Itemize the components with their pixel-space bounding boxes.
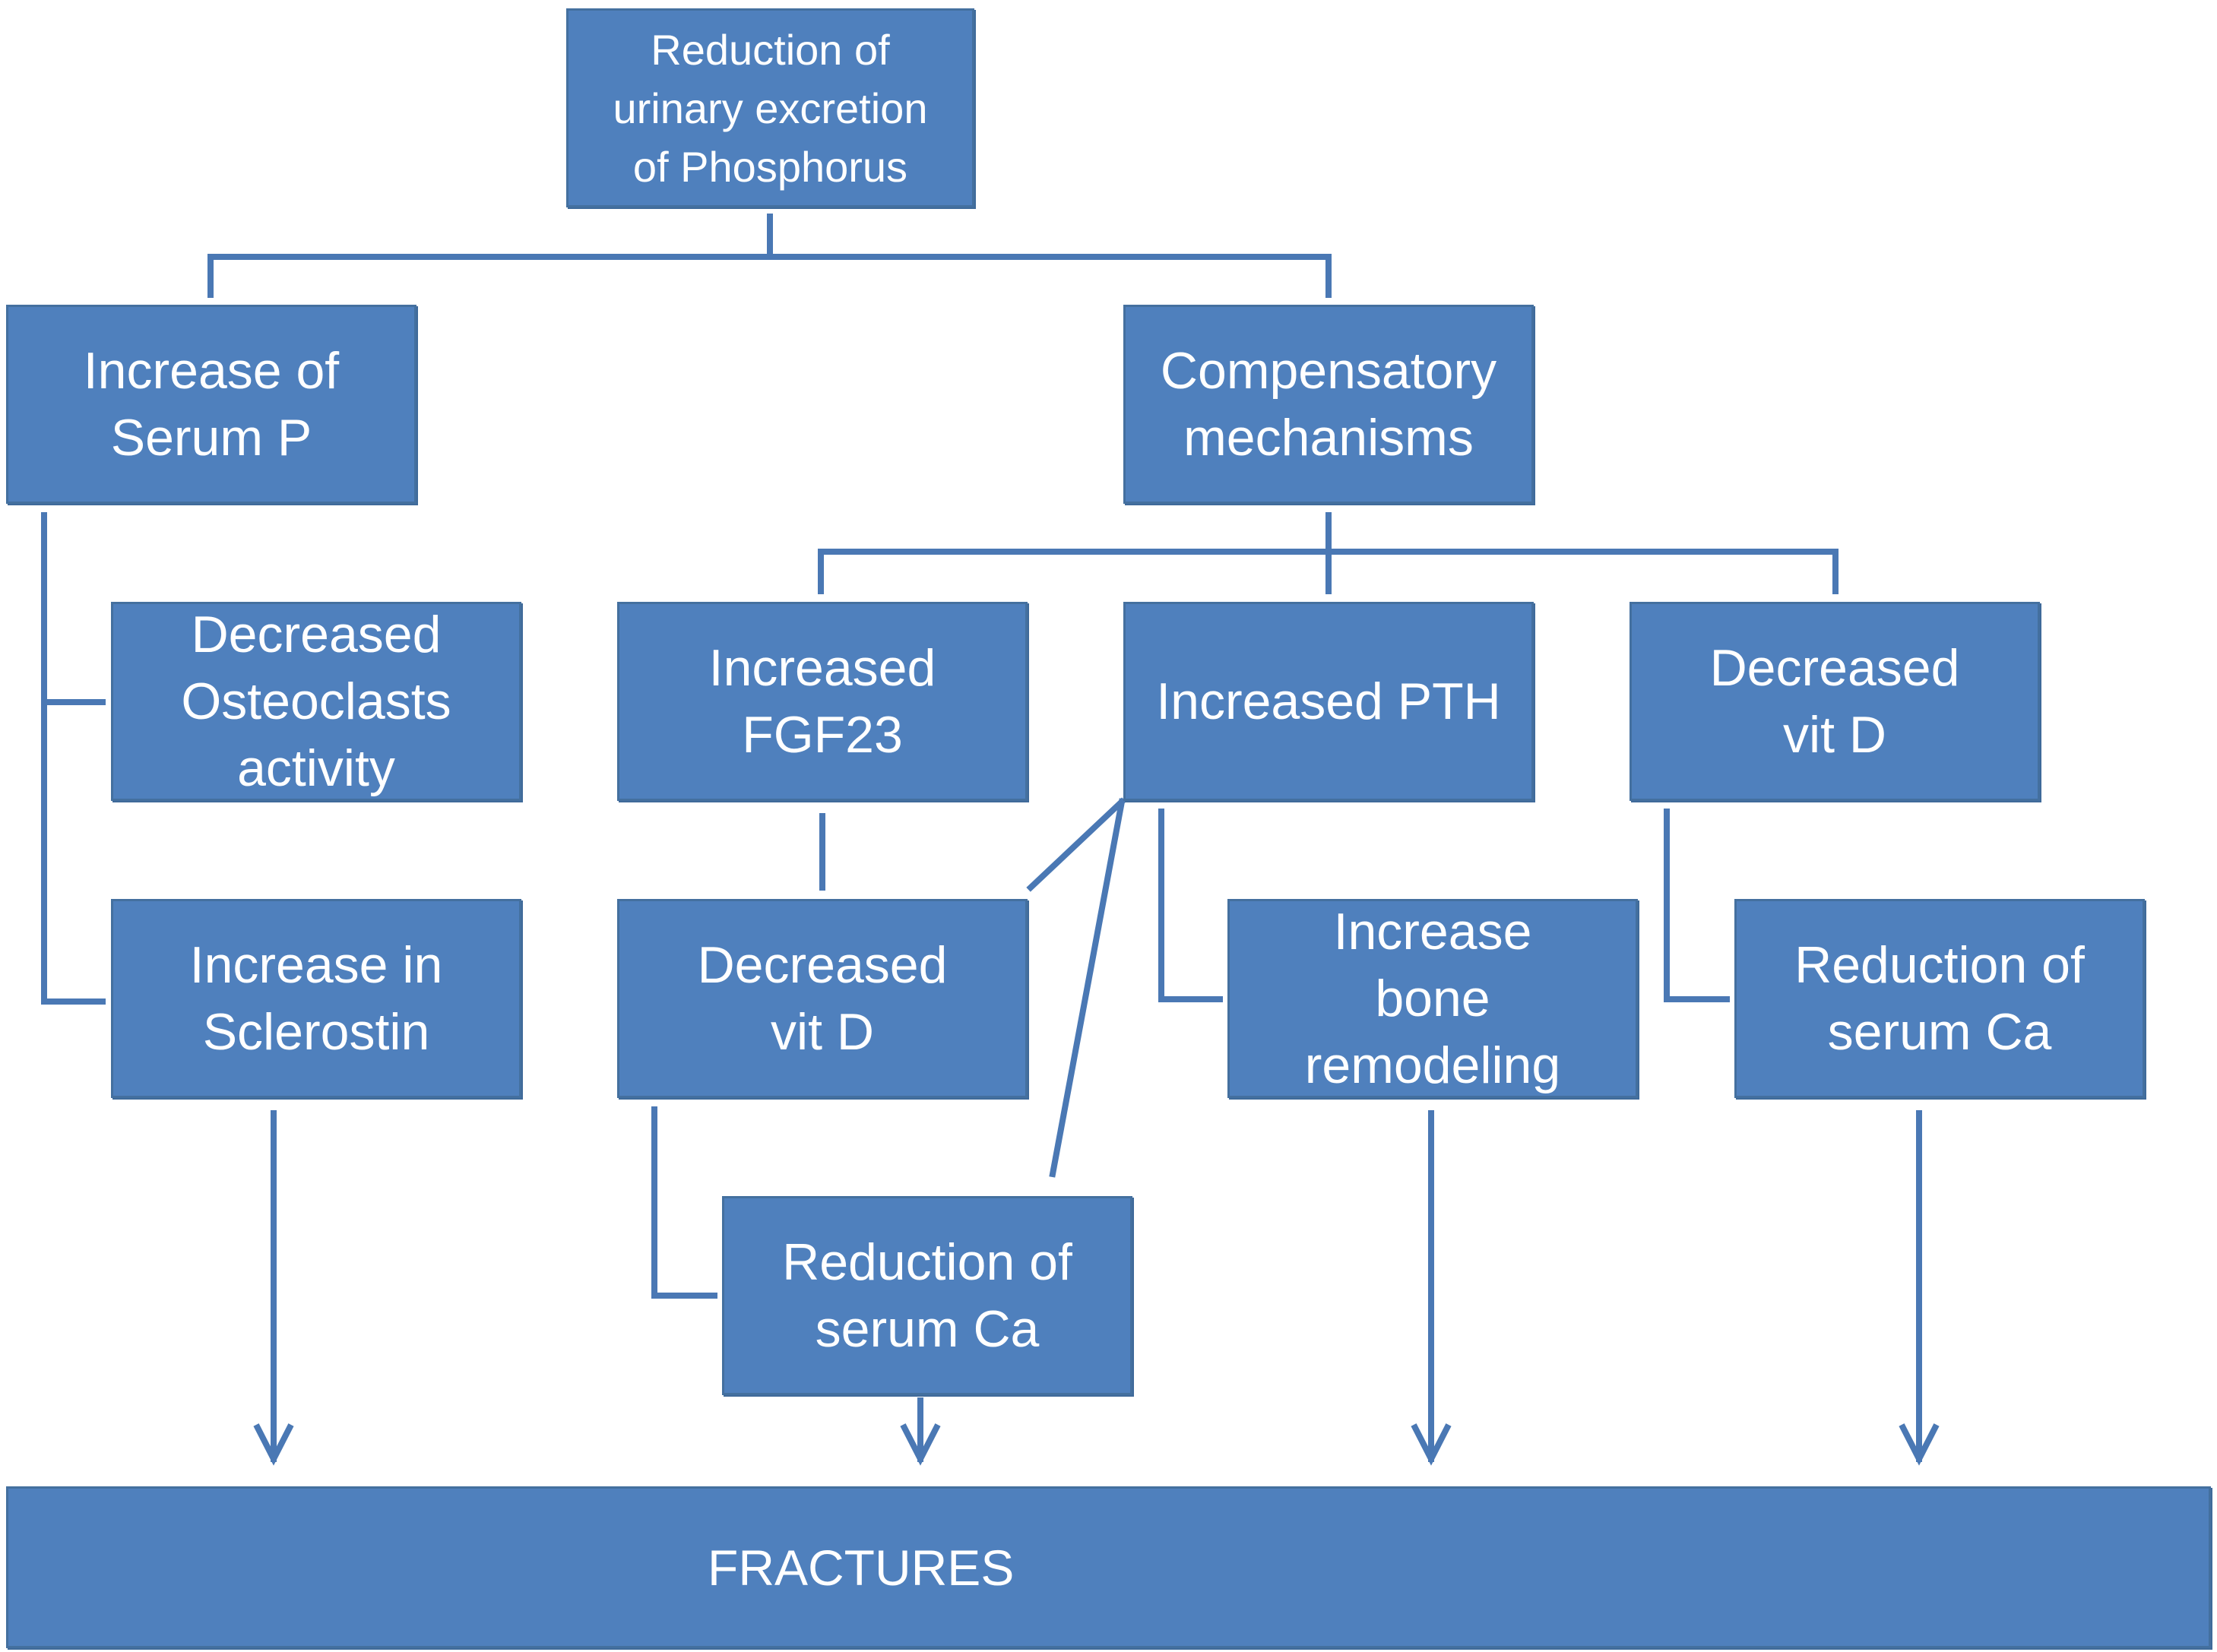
node-fractures: FRACTURES — [6, 1486, 2211, 1648]
arrowhead-serum-ca-right — [1899, 1423, 1940, 1466]
connector-pth-vitd — [1026, 797, 1126, 892]
node-decreased-osteoclasts: Decreased Osteoclasts activity — [111, 602, 521, 801]
node-increased-pth: Increased PTH — [1123, 602, 1534, 801]
node-reduction-serum-ca-center: Reduction of serum Ca — [722, 1196, 1132, 1395]
node-increased-fgf23: Increased FGF23 — [617, 602, 1028, 801]
connector-vitd-serum-ca — [1664, 809, 1730, 1002]
arrowhead-serum-ca-center — [900, 1423, 941, 1466]
node-decreased-vit-d-fgf: Decreased vit D — [617, 899, 1028, 1098]
node-reduction-urinary-phosphorus: Reduction of urinary excretion of Phosph… — [566, 8, 974, 207]
arrowhead-bone — [1411, 1423, 1452, 1466]
connector-pth-bone — [1158, 809, 1223, 1002]
connector-serum-p-bracket — [41, 512, 106, 1005]
node-compensatory-mechanisms: Compensatory mechanisms — [1123, 305, 1534, 504]
node-increase-bone-remodeling: Increase bone remodeling — [1227, 899, 1638, 1098]
connector-vitd-ca-center — [651, 1106, 717, 1299]
node-decreased-vit-d-right: Decreased vit D — [1629, 602, 2040, 801]
arrowhead-sclerostin — [253, 1423, 294, 1466]
node-reduction-serum-ca-right: Reduction of serum Ca — [1734, 899, 2145, 1098]
connector-pth-serum-ca — [1049, 798, 1126, 1178]
node-increase-sclerostin: Increase in Sclerostin — [111, 899, 521, 1098]
node-increase-serum-p: Increase of Serum P — [6, 305, 416, 504]
